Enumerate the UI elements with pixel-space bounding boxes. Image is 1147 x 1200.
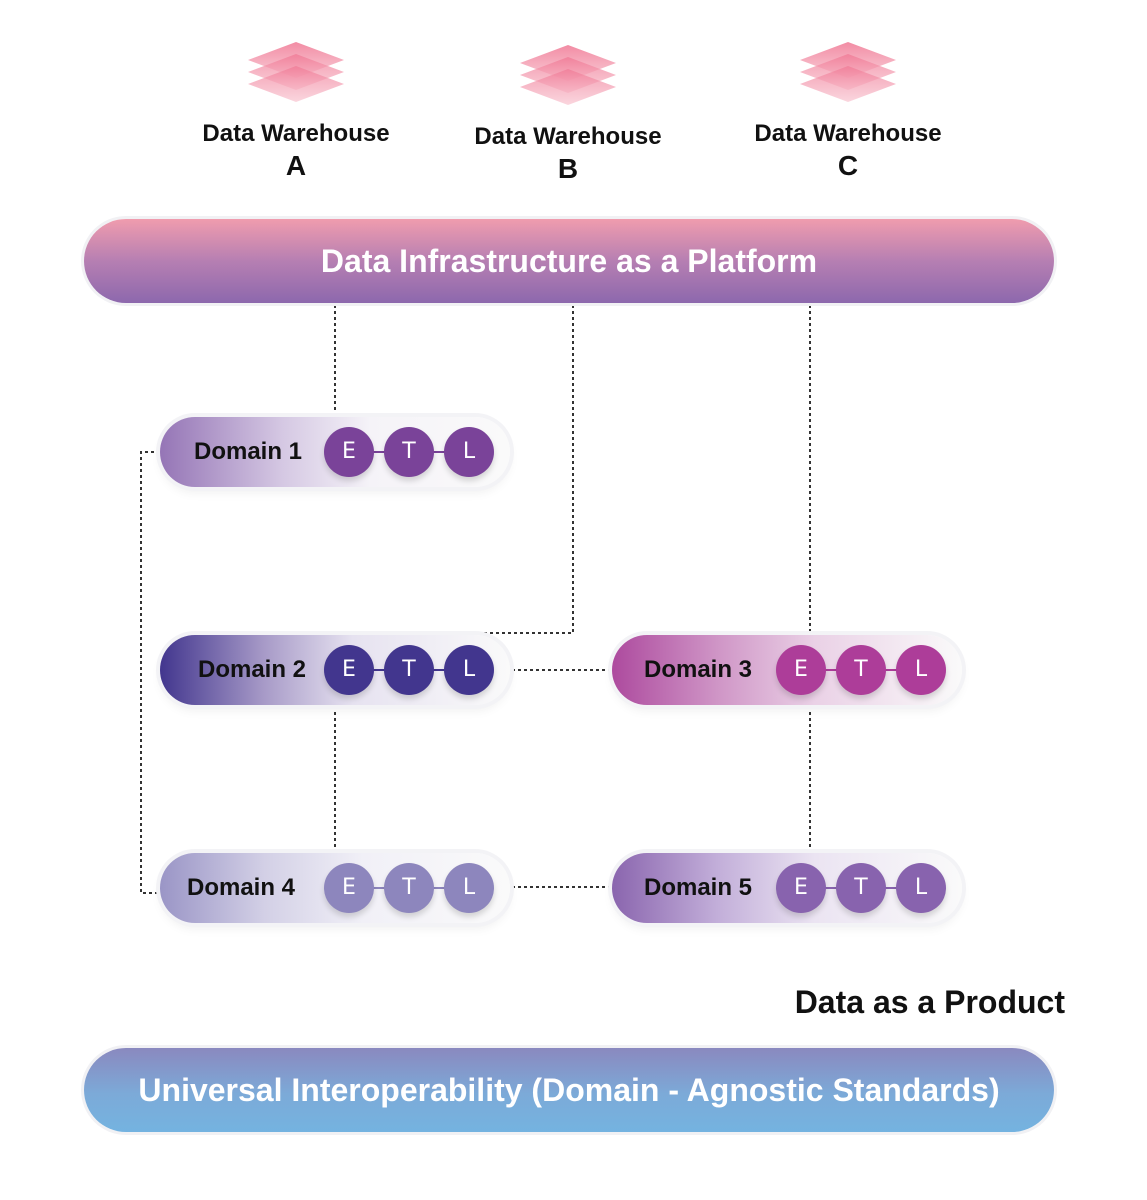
warehouse-c: Data Warehouse C bbox=[718, 40, 978, 184]
transform-node: T bbox=[384, 645, 434, 695]
load-node: L bbox=[896, 863, 946, 913]
domain-label: Domain 4 bbox=[187, 874, 296, 901]
load-node: L bbox=[444, 863, 494, 913]
warehouse-a: Data Warehouse A bbox=[166, 40, 426, 184]
load-node: L bbox=[444, 427, 494, 477]
load-node: L bbox=[444, 645, 494, 695]
layers-stack-icon bbox=[520, 45, 616, 105]
domain-4[interactable]: Domain 4 E T L bbox=[160, 853, 510, 923]
domain-1[interactable]: Domain 1 E T L bbox=[160, 417, 510, 487]
warehouse-b: Data Warehouse B bbox=[438, 43, 698, 187]
platform-bar-label: Data Infrastructure as a Platform bbox=[320, 242, 818, 279]
transform-node: T bbox=[384, 863, 434, 913]
warehouse-name: Data Warehouse bbox=[474, 123, 662, 150]
domain-2[interactable]: Domain 2 E T L bbox=[160, 635, 510, 705]
etl-pipeline: E T L bbox=[324, 863, 496, 913]
domain-label: Domain 3 bbox=[644, 656, 753, 683]
load-node: L bbox=[896, 645, 946, 695]
etl-pipeline: E T L bbox=[776, 645, 948, 695]
interoperability-bar: Universal Interoperability (Domain - Agn… bbox=[84, 1048, 1054, 1132]
domain-label: Domain 1 bbox=[194, 438, 303, 465]
extract-node: E bbox=[776, 645, 826, 695]
warehouse-letter: A bbox=[285, 150, 307, 181]
warehouse-name: Data Warehouse bbox=[754, 120, 942, 147]
warehouse-letter: C bbox=[837, 150, 859, 181]
extract-node: E bbox=[324, 427, 374, 477]
domain-3[interactable]: Domain 3 E T L bbox=[612, 635, 962, 705]
domain-label: Domain 5 bbox=[644, 874, 753, 901]
etl-pipeline: E T L bbox=[324, 427, 496, 477]
connector-domain1-domain4 bbox=[140, 451, 160, 894]
interoperability-bar-label: Universal Interoperability (Domain - Agn… bbox=[138, 1071, 1000, 1108]
connector-platform-domain2 bbox=[474, 305, 574, 634]
transform-node: T bbox=[836, 863, 886, 913]
transform-node: T bbox=[384, 427, 434, 477]
extract-node: E bbox=[324, 863, 374, 913]
etl-pipeline: E T L bbox=[776, 863, 948, 913]
data-as-product-label: Data as a Product bbox=[794, 984, 1065, 1020]
extract-node: E bbox=[324, 645, 374, 695]
warehouse-name: Data Warehouse bbox=[202, 120, 390, 147]
etl-pipeline: E T L bbox=[324, 645, 496, 695]
transform-node: T bbox=[836, 645, 886, 695]
extract-node: E bbox=[776, 863, 826, 913]
domain-label: Domain 2 bbox=[198, 656, 307, 683]
layers-stack-icon bbox=[800, 42, 896, 102]
warehouse-letter: B bbox=[557, 153, 579, 184]
platform-bar: Data Infrastructure as a Platform bbox=[84, 219, 1054, 303]
domain-5[interactable]: Domain 5 E T L bbox=[612, 853, 962, 923]
layers-stack-icon bbox=[248, 42, 344, 102]
